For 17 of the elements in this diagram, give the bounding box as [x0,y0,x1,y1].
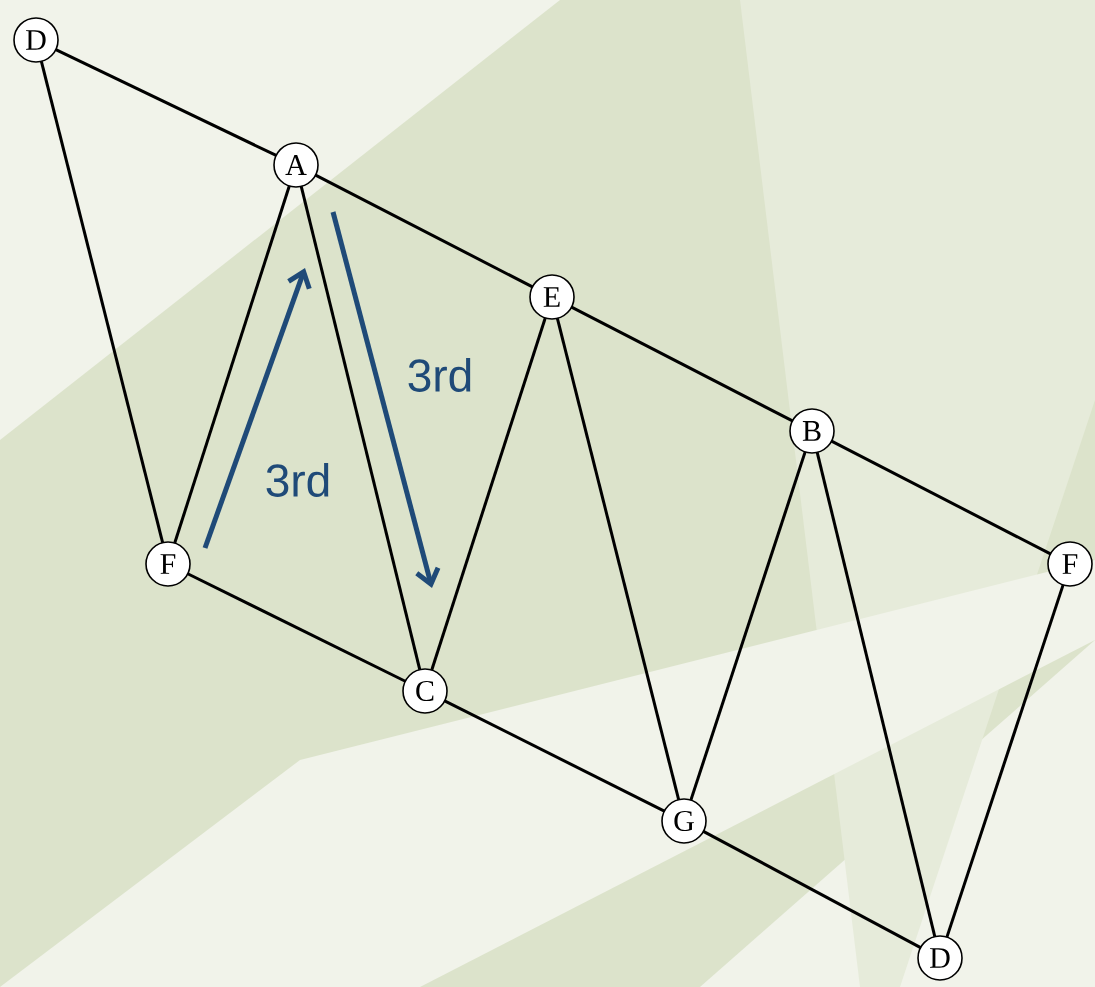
line [430,317,547,671]
line [570,305,794,423]
interval-label: 3rd [266,463,329,497]
line [444,699,666,813]
line [945,584,1065,938]
line [689,451,807,801]
line [815,452,937,937]
line [39,60,165,544]
line [555,317,681,801]
line [187,572,406,683]
line [702,830,922,949]
line [55,48,277,157]
line [830,439,1052,556]
interval-label: 3rd [408,358,471,392]
line [173,185,291,544]
line [299,186,422,670]
line [314,173,534,289]
